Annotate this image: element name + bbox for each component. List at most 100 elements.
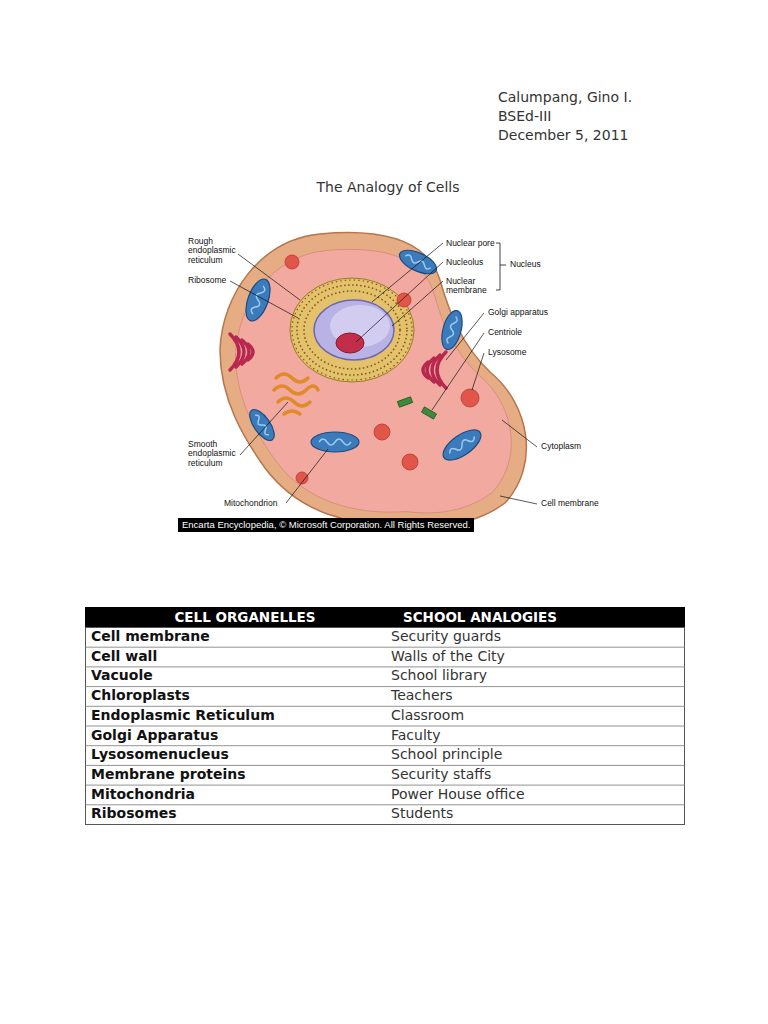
art-path <box>432 333 484 410</box>
art-path <box>276 374 308 382</box>
smooth-er <box>274 374 318 414</box>
golgi-apparatus <box>230 334 446 388</box>
table-cell: Membrane proteins <box>91 765 246 784</box>
table-cell: Endoplasmic Reticulum <box>91 706 275 725</box>
art-ellipse <box>438 308 466 351</box>
art-ellipse <box>336 333 364 353</box>
art-path <box>356 262 443 342</box>
leader-lines <box>230 243 537 504</box>
art-g <box>230 334 253 370</box>
centrioles <box>397 397 436 419</box>
art-g <box>396 245 440 278</box>
course-year: BSEd-III <box>498 107 551 125</box>
art-g <box>241 276 275 324</box>
table-cell: Cell wall <box>91 647 157 666</box>
part-label: Lysosome <box>488 348 526 357</box>
art-line <box>85 745 685 746</box>
nucleus <box>314 300 394 360</box>
art-circle <box>397 293 411 307</box>
art-path <box>253 414 271 437</box>
table-cell: Ribosomes <box>91 804 177 823</box>
part-label: Nuclear membrane <box>446 277 486 296</box>
table-cell: Vacuole <box>91 666 153 685</box>
art-path <box>286 449 328 503</box>
cell-interior <box>236 249 512 513</box>
table-cell: Walls of the City <box>391 647 505 666</box>
art-line <box>85 706 685 707</box>
art-ellipse <box>311 432 359 452</box>
part-label: Golgi apparatus <box>488 308 548 317</box>
table-header: SCHOOL ANALOGIES <box>390 607 570 627</box>
date-text: December 5, 2011 <box>498 126 628 144</box>
art-path <box>238 254 300 300</box>
art-g <box>438 308 466 351</box>
table-cell: Security staffs <box>391 765 491 784</box>
table-cell: Mitochondria <box>91 785 195 804</box>
art-path <box>274 386 318 394</box>
art-ellipse <box>297 285 407 375</box>
art-g <box>311 432 359 452</box>
part-label: Nuclear pore <box>446 239 495 248</box>
art-path <box>446 313 484 360</box>
art-ellipse <box>438 424 486 466</box>
part-label: Ribosome <box>188 276 226 285</box>
image-credit: Encarta Encyclopedia, © Microsoft Corpor… <box>178 518 474 532</box>
table-cell: School principle <box>391 745 502 764</box>
table-border <box>86 628 685 825</box>
table-cell: School library <box>391 666 487 685</box>
art-ellipse <box>241 276 275 324</box>
table-cell: Power House office <box>391 785 525 804</box>
art-line <box>85 647 685 648</box>
rough-er <box>290 278 414 382</box>
table-cell: Classroom <box>391 706 464 725</box>
art-g <box>423 352 446 388</box>
art-line <box>85 726 685 727</box>
art-path <box>500 496 537 504</box>
art-path <box>423 362 428 378</box>
table-cell: Lysosomenucleus <box>91 745 229 764</box>
art-path <box>230 281 298 318</box>
art-path <box>284 411 300 414</box>
part-label: Nucleolus <box>446 258 483 267</box>
art-circle <box>461 389 479 407</box>
art-line <box>85 686 685 687</box>
part-label: Rough endoplasmic reticulum <box>188 237 240 265</box>
art-circle <box>402 454 418 470</box>
art-path <box>248 344 253 360</box>
cell-body <box>220 233 526 526</box>
art-ellipse <box>314 300 394 360</box>
part-label: Cytoplasm <box>541 442 581 451</box>
part-label: Mitochondrion <box>224 499 277 508</box>
art-path <box>502 420 537 447</box>
art-circle <box>285 255 299 269</box>
art-line <box>85 765 685 766</box>
table-header-bar <box>85 607 685 627</box>
art-path <box>250 285 266 315</box>
art-g <box>245 406 279 445</box>
table-cell: Faculty <box>391 726 441 745</box>
cell-illustration <box>220 233 537 526</box>
analogy-table <box>85 607 685 825</box>
art-path <box>319 439 351 445</box>
art-path <box>404 254 431 270</box>
art-ellipse <box>290 278 414 382</box>
part-label: Centriole <box>488 328 522 337</box>
art-ellipse <box>245 406 279 445</box>
art-path <box>448 434 476 456</box>
part-label: Smooth endoplasmic reticulum <box>188 440 240 468</box>
table-cell: Chloroplasts <box>91 686 190 705</box>
table-header: CELL ORGANELLES <box>85 607 405 627</box>
art-path <box>278 398 310 406</box>
nucleus-bracket <box>496 243 506 290</box>
table-row-lines <box>85 647 685 805</box>
art-ellipse <box>304 291 400 369</box>
table-cell: Students <box>391 804 453 823</box>
art-path <box>372 243 443 302</box>
art-ellipse <box>396 245 440 278</box>
table-cell: Golgi Apparatus <box>91 726 218 745</box>
table-cell: Teachers <box>391 686 453 705</box>
art-path <box>472 353 484 390</box>
art-rect <box>397 397 412 407</box>
